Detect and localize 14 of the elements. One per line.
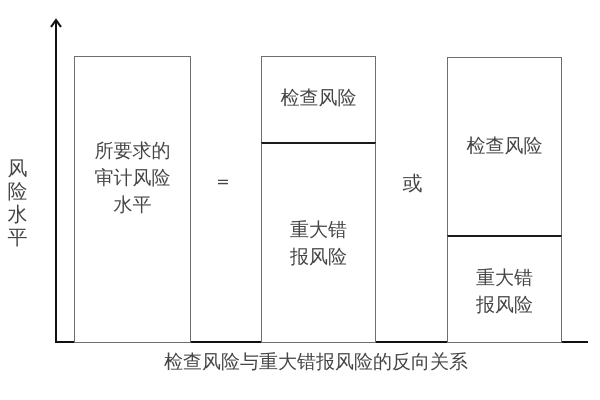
axis-caption: 检查风险与重大错报风险的反向关系 xyxy=(164,350,468,375)
bar-box xyxy=(74,56,191,343)
bar-segment xyxy=(447,235,562,343)
equals-sign: = xyxy=(216,171,230,193)
risk-label: 检查风险 xyxy=(466,134,543,159)
axis-label: 风险水平 xyxy=(7,157,28,249)
risk-label: 重大错报风险 xyxy=(476,266,534,318)
risk-label: 重大错报风险 xyxy=(290,218,348,270)
bar-segment xyxy=(261,56,376,143)
bar-segment xyxy=(447,57,562,236)
or-label: 或 xyxy=(402,170,423,196)
risk-label: 所要求的审计风险水平 xyxy=(94,139,171,218)
risk-label: 检查风险 xyxy=(280,86,357,111)
bar-segment xyxy=(261,142,376,343)
